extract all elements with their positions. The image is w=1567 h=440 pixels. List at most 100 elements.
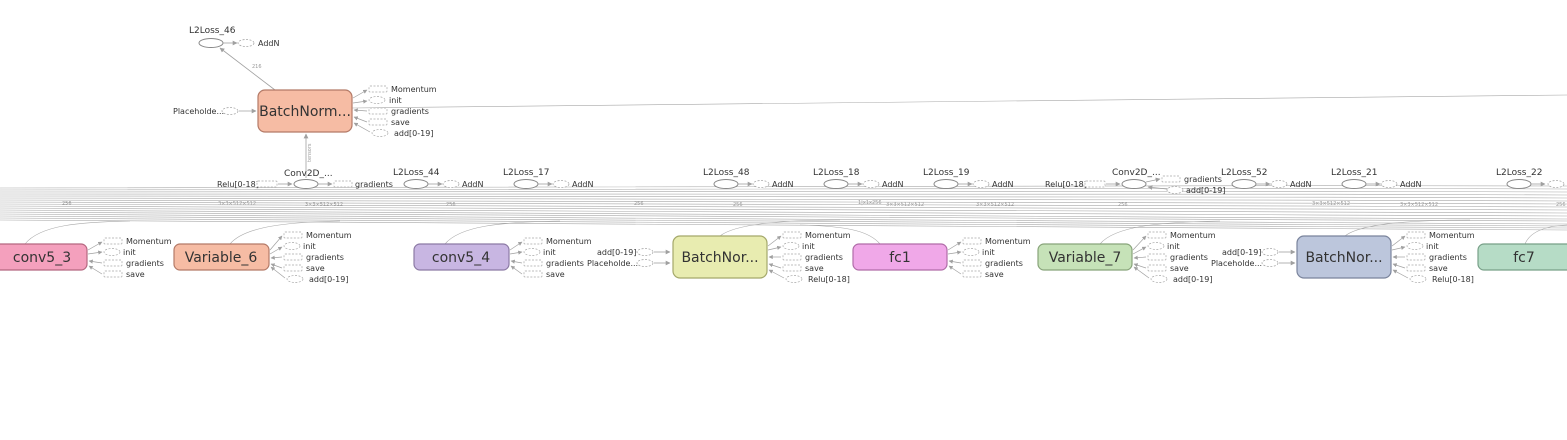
op-node-l2loss-46[interactable]: L2Loss_46 AddN	[189, 26, 279, 48]
aux-group-bn-mid1[interactable]	[782, 231, 803, 283]
aux-edges-conv5-3	[87, 241, 103, 275]
aux-label: gradients	[1184, 175, 1222, 184]
op-label: L2Loss_46	[189, 26, 236, 36]
op-node-conv2d-a[interactable]: Conv2D_... gradients	[284, 169, 393, 189]
op-node-relu-left[interactable]: Relu[0-18]	[217, 180, 293, 189]
aux-label: gradients	[805, 253, 843, 262]
op-node-l2loss-52[interactable]: L2Loss_52 AddN	[1221, 168, 1311, 189]
edge-label: 3×3×512×512	[976, 202, 1014, 208]
op-label: L2Loss_18	[813, 168, 860, 178]
node-conv5-4[interactable]: conv5_4	[413, 243, 510, 271]
aux-label: Momentum	[1170, 231, 1216, 240]
aux-label: AddN	[882, 180, 903, 189]
aux-label: Momentum	[306, 231, 352, 240]
aux-label: gradients	[306, 253, 344, 262]
aux-label: init	[1167, 242, 1180, 251]
aux-label: init	[389, 96, 402, 105]
aux-group-conv5-4[interactable]	[523, 237, 543, 278]
aux-label: save	[391, 118, 410, 127]
aux-label: add[0-19]	[597, 248, 636, 257]
aux-group-top[interactable]	[368, 85, 389, 137]
node-variable-6[interactable]: Variable_6	[173, 243, 270, 271]
node-label: BatchNorm...	[259, 104, 351, 120]
node-batchnorm-mid2[interactable]: BatchNor...	[1296, 235, 1392, 279]
aux-label: init	[1426, 242, 1439, 251]
aux-label: AddN	[772, 180, 793, 189]
edge	[219, 47, 276, 91]
node-label: BatchNor...	[1305, 250, 1382, 266]
op-node-l2loss-48[interactable]: L2Loss_48 AddN	[703, 168, 793, 189]
aux-edges-variable-7	[1132, 235, 1150, 279]
op-node-conv2d-b[interactable]: Conv2D_... gradients add[0-19]	[1112, 168, 1225, 195]
aux-group-bn-mid2[interactable]	[1406, 231, 1427, 283]
node-fc7[interactable]: fc7	[1477, 243, 1567, 271]
aux-label: gradients	[546, 259, 584, 268]
node-label: fc1	[889, 250, 911, 266]
node-fc1[interactable]: fc1	[852, 243, 948, 271]
edge-label: 1|x1x256	[858, 200, 882, 206]
edge-label: tensors	[307, 143, 313, 162]
edge-labels: 256 3×3×512×512 3×3×512×512 256 256 256 …	[62, 200, 1566, 208]
node-conv5-3[interactable]: conv5_3	[0, 243, 88, 271]
aux-label: init	[543, 248, 556, 257]
aux-label: Placeholde...	[173, 107, 224, 116]
inputs-bn-mid1[interactable]: add[0-19] Placeholde...	[587, 248, 671, 268]
edge-label: 256	[733, 202, 743, 208]
aux-label: Relu[0-18]	[217, 180, 259, 189]
aux-label: gradients	[126, 259, 164, 268]
aux-group-conv5-3[interactable]	[103, 237, 123, 278]
aux-node-placeholder[interactable]: Placeholde...	[173, 107, 257, 116]
edge-label: 3×3×512×512	[218, 201, 256, 207]
node-batchnorm-mid1[interactable]: BatchNor...	[672, 235, 768, 279]
aux-label: init	[123, 248, 136, 257]
edge-label: 256	[62, 201, 72, 207]
aux-label: add[0-19]	[1222, 248, 1261, 257]
edge-label: 256	[1118, 202, 1128, 208]
aux-group-variable-7[interactable]	[1147, 231, 1168, 283]
aux-label: gradients	[355, 180, 393, 189]
aux-label: Momentum	[985, 237, 1031, 246]
edge-label: 3×3×512×512	[305, 202, 343, 208]
aux-label: gradients	[1170, 253, 1208, 262]
op-node-l2loss-22[interactable]: L2Loss_22	[1496, 168, 1565, 189]
edge-label: 256	[1556, 202, 1566, 208]
aux-label: AddN	[258, 39, 279, 48]
op-node-relu-right[interactable]: Relu[0-18]	[1045, 180, 1121, 189]
aux-group-variable-6[interactable]	[283, 231, 304, 283]
aux-label: Momentum	[1429, 231, 1475, 240]
aux-group-fc1[interactable]	[962, 237, 982, 278]
aux-label: save	[1429, 264, 1448, 273]
aux-edges-top	[352, 89, 371, 133]
op-node-l2loss-19[interactable]: L2Loss_19 AddN	[923, 168, 1013, 189]
op-label: L2Loss_52	[1221, 168, 1267, 178]
edge-label: 216	[252, 64, 262, 70]
edge-label: 3×3×512×512	[1312, 201, 1350, 207]
aux-label: gradients	[391, 107, 429, 116]
op-label: Conv2D_...	[1112, 168, 1161, 178]
aux-label: add[0-19]	[1186, 186, 1225, 195]
aux-label: Relu[0-18]	[1045, 180, 1087, 189]
op-node-l2loss-21[interactable]: L2Loss_21 AddN	[1331, 168, 1421, 189]
aux-label: AddN	[992, 180, 1013, 189]
op-label: L2Loss_44	[393, 168, 440, 178]
op-label: L2Loss_22	[1496, 168, 1542, 178]
aux-label: add[0-19]	[394, 129, 433, 138]
edge-label: 3×3×512×512	[1400, 202, 1438, 208]
aux-label: gradients	[1429, 253, 1467, 262]
aux-label: AddN	[572, 180, 593, 189]
op-node-l2loss-17[interactable]: L2Loss_17 AddN	[503, 168, 593, 189]
op-node-l2loss-18[interactable]: L2Loss_18 AddN	[813, 168, 903, 189]
aux-label: save	[985, 270, 1004, 279]
aux-edges-variable-6	[269, 235, 286, 279]
aux-label: Relu[0-18]	[808, 275, 850, 284]
inputs-bn-mid2[interactable]: add[0-19] Placeholde...	[1211, 248, 1296, 268]
aux-edges-bn-mid1	[767, 235, 785, 279]
aux-label: Momentum	[805, 231, 851, 240]
op-node-l2loss-44[interactable]: L2Loss_44 AddN	[393, 168, 483, 189]
aux-label: save	[805, 264, 824, 273]
aux-label: Momentum	[546, 237, 592, 246]
node-variable-7[interactable]: Variable_7	[1037, 243, 1133, 271]
aux-label: save	[306, 264, 325, 273]
node-batchnorm-top[interactable]: BatchNorm...	[257, 89, 353, 133]
